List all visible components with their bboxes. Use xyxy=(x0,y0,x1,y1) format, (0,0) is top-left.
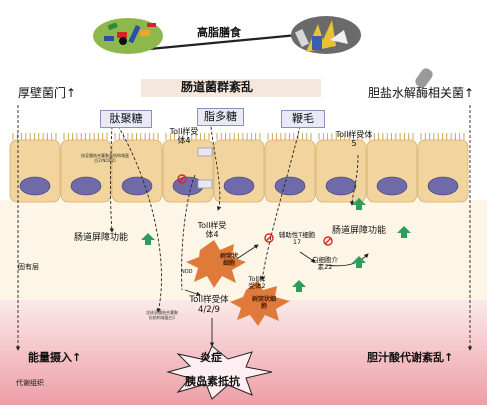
green-up-arrows xyxy=(141,198,411,292)
cell-nucleus xyxy=(274,176,306,196)
epithelial-cell xyxy=(60,133,112,203)
lamina-label: 固有层 xyxy=(18,263,39,271)
tlr4-mid-label: Toll样受体4 xyxy=(197,221,227,240)
dashed-arrows xyxy=(15,105,473,351)
lps-box: 脂多糖 xyxy=(197,108,244,126)
plate-left-icon xyxy=(93,18,163,54)
cell-nucleus xyxy=(376,176,408,196)
cell-nucleus xyxy=(427,176,459,196)
barrier-right-label: 肠道屏障功能 xyxy=(332,226,387,236)
epithelial-cell xyxy=(9,133,61,203)
energy-intake-label: 能量摄入↑ xyxy=(28,351,82,364)
th17-label: 辅助性T细胞17 xyxy=(278,231,316,247)
dysbiosis-label: 肠道菌群紊乱 xyxy=(181,80,254,94)
epithelial-cell xyxy=(213,133,265,203)
dc2-label: 树突状细胞 xyxy=(251,296,276,310)
receptor-icons xyxy=(197,147,213,189)
tlr249-label: Toll样受体4/2/9 xyxy=(189,295,229,315)
cell-nucleus xyxy=(223,176,255,196)
firmicutes-label: 厚壁菌门↑ xyxy=(18,86,77,100)
epithelium-layer xyxy=(9,133,469,203)
cell-nucleus xyxy=(121,176,153,196)
il22-label: 白细胞介素22 xyxy=(312,256,338,272)
barrier-left-label: 肠道屏障功能 xyxy=(74,233,129,243)
bile-capsule-icon xyxy=(415,68,433,88)
peptidoglycan-box: 肽聚糖 xyxy=(100,110,152,128)
nod2-note: 核苷酸结合寡聚化结构域蛋白2(NOD2) xyxy=(81,153,129,163)
cell-nucleus xyxy=(70,176,102,196)
dendritic-cell-upper xyxy=(186,240,246,288)
nod-small-label: NOD xyxy=(181,269,193,275)
metabolic-label: 代谢组织 xyxy=(16,379,44,387)
epithelial-cell xyxy=(366,133,418,203)
tlr2-label: Toll样受体2 xyxy=(248,275,266,291)
tlr5-label: Toll样受体5 xyxy=(335,130,373,149)
inhibit-icons xyxy=(177,174,333,246)
dc1-label: 树突状细胞 xyxy=(219,253,238,267)
diet-label: 高脂膳食 xyxy=(197,26,241,39)
dysbiosis-band xyxy=(141,79,321,97)
epithelial-cell xyxy=(111,133,163,203)
epithelial-cell xyxy=(264,133,316,203)
cell-nucleus xyxy=(19,176,51,196)
nlrp-note: 含核苷酸结合寡聚化结构域蛋白1 xyxy=(146,310,178,320)
tlr4-top-label: Toll样受体4 xyxy=(169,127,199,146)
insulin-resistance-label: 胰岛素抵抗 xyxy=(185,375,240,388)
cell-nucleus xyxy=(325,176,357,196)
insulin-resistance-burst xyxy=(166,345,273,400)
epithelial-cell xyxy=(417,133,469,203)
dendritic-cell-lower xyxy=(230,280,290,326)
plate-right-icon xyxy=(291,16,361,54)
bsh-bacteria-label: 胆盐水解酶相关菌↑ xyxy=(368,86,475,100)
flagellin-box: 鞭毛 xyxy=(281,110,325,128)
inflammation-label: 炎症 xyxy=(200,351,222,364)
epithelial-cell xyxy=(315,133,367,203)
bile-acid-label: 胆汁酸代谢紊乱↑ xyxy=(367,351,454,364)
